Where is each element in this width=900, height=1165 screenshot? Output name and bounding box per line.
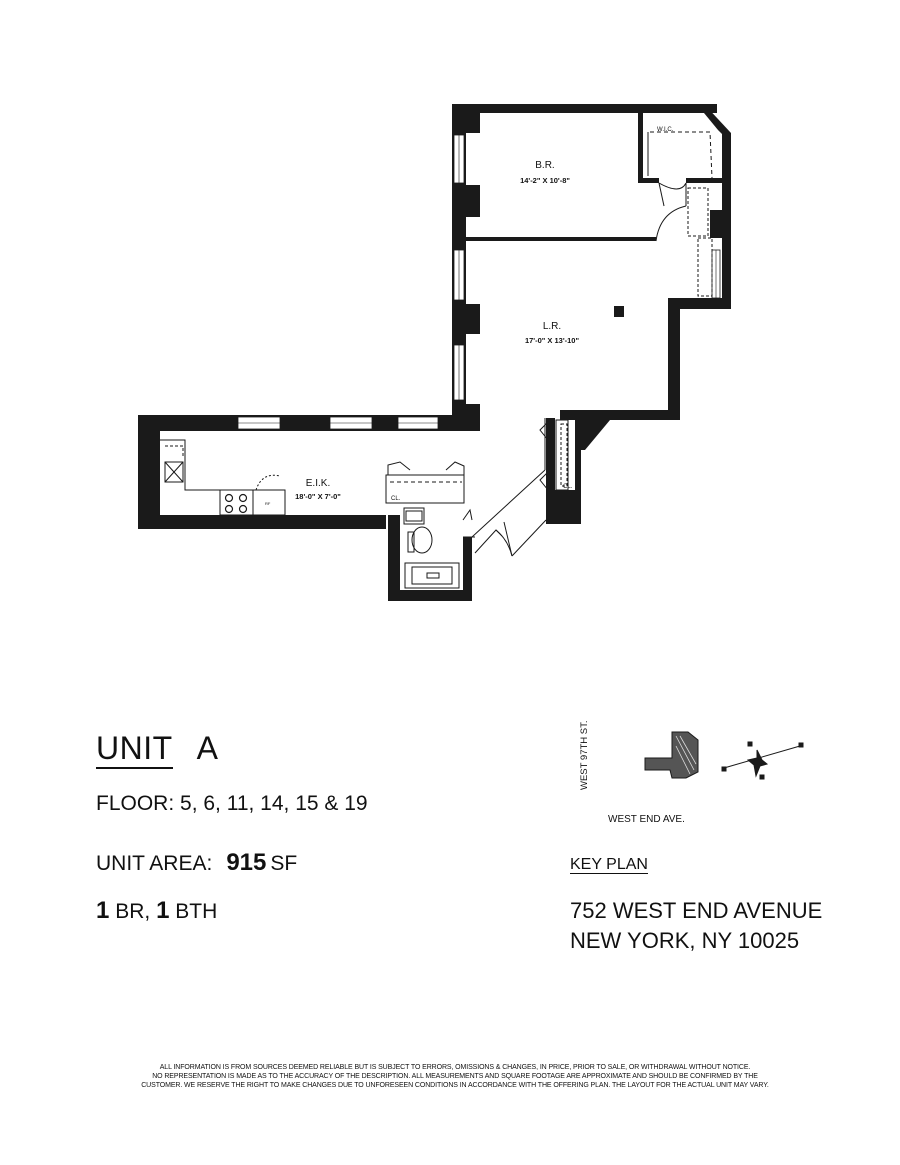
unit-title: UNIT A [96,730,219,769]
area-label: UNIT AREA: [96,852,213,875]
street-vertical-label: WEST 97TH ST. [579,720,590,790]
fridge-label: RF [265,501,271,506]
living-room-label: L.R. [543,321,561,332]
address: 752 WEST END AVENUE NEW YORK, NY 10025 [570,896,822,956]
closet-right-label: CL. [563,484,573,490]
disclaimer: ALL INFORMATION IS FROM SOURCES DEEMED R… [110,1063,800,1090]
bedroom-count: 1 [96,897,110,924]
floors-line: FLOOR: 5, 6, 11, 14, 15 & 19 [96,792,368,815]
bath-label-text: BTH [175,900,218,923]
walls [138,104,731,601]
street-horizontal-label: WEST END AVE. [608,814,685,825]
address-line-1: 752 WEST END AVENUE [570,898,823,923]
living-room-dims: 17'-0" X 13'-10" [525,336,579,345]
key-plan-title: KEY PLAN [570,856,648,874]
kitchen-dims: 18'-0" X 7'-0" [295,492,341,501]
address-line-2: NEW YORK, NY 10025 [570,928,800,953]
unit-letter: A [196,730,219,766]
bath-count: 1 [156,897,170,924]
area-unit: SF [270,852,298,875]
kitchen-label: E.I.K. [306,478,330,489]
disclaimer-line-1: ALL INFORMATION IS FROM SOURCES DEEMED R… [159,1064,751,1071]
window-mullions [238,135,717,424]
unit-prefix: UNIT [96,730,173,769]
key-plan-building [644,731,699,779]
stove-burners [224,493,248,514]
bed-bath-count: 1 BR, 1 BTH [96,897,217,925]
disclaimer-line-2: NO REPRESENTATION IS MADE AS TO THE ACCU… [152,1073,758,1080]
compass-icon [721,741,804,780]
interior-lines [160,131,713,589]
closet-left-label: CL. [391,496,401,502]
area-value: 915 [226,849,267,876]
disclaimer-line-3: CUSTOMER. WE RESERVE THE RIGHT TO MAKE C… [141,1082,769,1089]
bedroom-dims: 14'-2" X 10'-8" [520,176,570,185]
bedroom-label-text: BR, [115,900,151,923]
wic-label: W.I.C. [657,127,674,133]
bedroom-label: B.R. [535,160,554,171]
